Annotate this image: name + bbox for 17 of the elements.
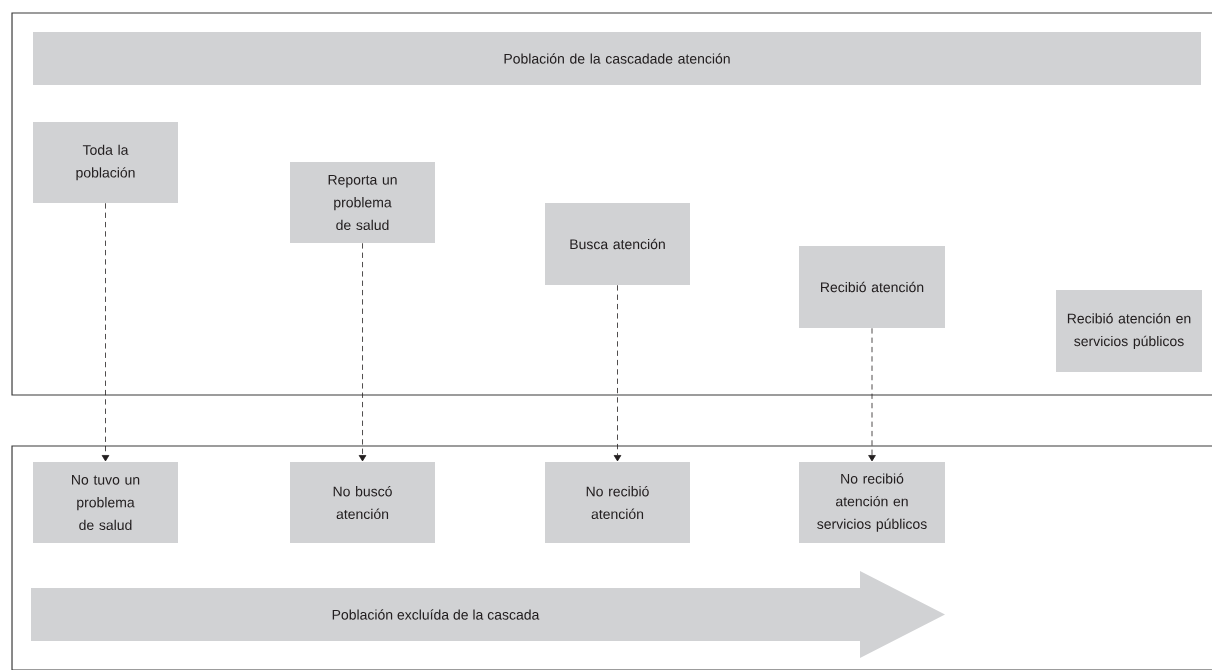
stage-box: No recibió atención en servicios públicos (799, 462, 945, 543)
stage-box: No buscó atención (290, 462, 435, 543)
panel-frame (11, 445, 1212, 670)
dashed-arrow (358, 242, 367, 462)
stage-box: Toda la población (33, 122, 178, 203)
dashed-arrow (101, 202, 110, 462)
stage-box: No tuvo un problema de salud (33, 462, 178, 543)
stage-box: Recibió atención (799, 246, 945, 328)
heading-band: Población de la cascadade atención (33, 32, 1201, 85)
stage-box: Recibió atención en servicios públicos (1056, 290, 1202, 372)
stage-box: Reporta un problema de salud (290, 162, 435, 243)
stage-box: Busca atención (545, 203, 690, 285)
stage-box: No recibió atención (545, 462, 690, 543)
dashed-arrow (613, 284, 622, 462)
panel-frame (11, 12, 1212, 396)
dashed-arrow (868, 327, 876, 462)
arrow-band: Población excluída de la cascada (31, 571, 945, 658)
